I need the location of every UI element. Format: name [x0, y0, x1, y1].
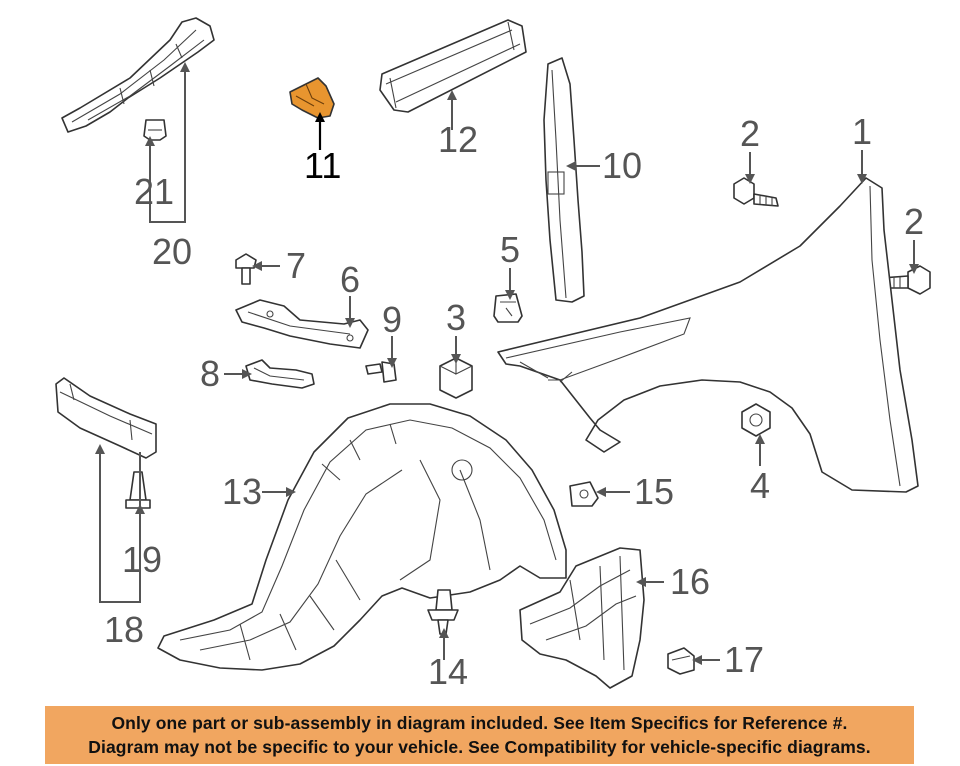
nut-4	[741, 403, 771, 437]
push-pin-14	[427, 589, 459, 635]
callout-16: 16	[670, 561, 710, 602]
callout-10: 10	[602, 145, 642, 186]
callout-17: 17	[724, 639, 764, 680]
callout-5: 5	[500, 229, 520, 270]
arrowheads	[95, 62, 919, 665]
bracket-8	[245, 359, 315, 389]
splash-shield-16	[519, 547, 645, 689]
push-pin-19	[125, 471, 151, 509]
callout-21: 21	[134, 171, 174, 212]
front-fender-1	[497, 177, 919, 493]
callout-12: 12	[438, 119, 478, 160]
callout-18: 18	[104, 609, 144, 650]
callout-4: 4	[750, 465, 770, 506]
fender-rail-bracket	[61, 17, 215, 133]
bracket-6	[235, 299, 369, 349]
bolt-2-upper	[733, 177, 779, 207]
parts-diagram: 1 2 2 3 4 5 6 7 8 9 10 11 12 13 14 15 16…	[55, 17, 931, 692]
disclaimer-line-2: Diagram may not be specific to your vehi…	[88, 737, 871, 757]
clip-nut-15	[569, 481, 599, 507]
callout-2-upper: 2	[740, 113, 760, 154]
clip-5	[493, 293, 523, 323]
highlighted-part-11	[289, 77, 335, 119]
callout-9: 9	[382, 299, 402, 340]
callout-13: 13	[222, 471, 262, 512]
callout-14: 14	[428, 651, 468, 692]
callout-15: 15	[634, 471, 674, 512]
callout-8: 8	[200, 353, 220, 394]
callout-19: 19	[122, 539, 162, 580]
callout-numbers: 1 2 2 3 4 5 6 7 8 9 10 11 12 13 14 15 16…	[104, 111, 924, 692]
callout-1: 1	[852, 111, 872, 152]
leader-lines	[99, 68, 915, 661]
callout-3: 3	[446, 297, 466, 338]
retainer-clip-21	[143, 119, 167, 141]
fender-bracket-10	[543, 57, 585, 303]
callout-7: 7	[286, 245, 306, 286]
plug-17	[667, 647, 695, 675]
disclaimer-line-1: Only one part or sub-assembly in diagram…	[111, 713, 848, 733]
insulator-12	[379, 19, 527, 113]
callout-11: 11	[304, 145, 341, 186]
bolt-7	[235, 253, 257, 285]
bracket-18	[55, 377, 157, 459]
callout-20: 20	[152, 231, 192, 272]
callout-6: 6	[340, 259, 360, 300]
callout-2-right: 2	[904, 201, 924, 242]
disclaimer-banner: Only one part or sub-assembly in diagram…	[45, 706, 914, 764]
wheelhouse-liner-13	[157, 403, 567, 671]
